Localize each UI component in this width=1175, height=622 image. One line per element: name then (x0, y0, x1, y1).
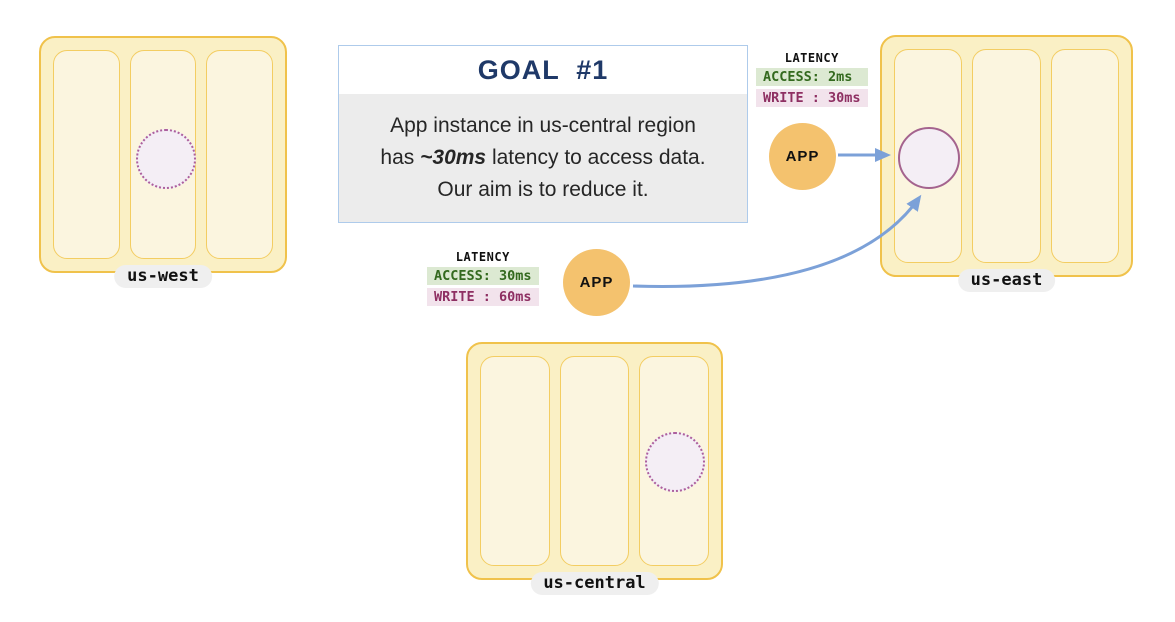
app-instance-us-central: APP (563, 249, 630, 316)
goal-line: App instance in us-central region (390, 114, 696, 137)
latency-access-row: ACCESS: 30ms (427, 267, 539, 285)
latency-title: LATENCY (784, 51, 839, 65)
availability-zone (480, 356, 550, 566)
availability-zone (53, 50, 120, 259)
availability-zone (206, 50, 274, 259)
latency-write-row: WRITE : 60ms (427, 288, 539, 306)
goal-line: Our aim is to reduce it. (437, 178, 649, 201)
region-us-east: us-east (880, 35, 1133, 292)
latency-table-us-central: LATENCY ACCESS: 30ms WRITE : 60ms (427, 250, 539, 306)
latency-access-row: ACCESS: 2ms (756, 68, 868, 86)
region-label-us-west: us-west (114, 265, 212, 288)
goal-callout-box: GOAL #1 App instance in us-central regio… (338, 45, 748, 223)
region-label-us-east: us-east (957, 269, 1056, 292)
availability-zone (559, 356, 630, 566)
region-us-central: us-central (466, 342, 723, 595)
latency-write-row: WRITE : 30ms (756, 89, 868, 107)
app-instance-us-east: APP (769, 123, 836, 190)
latency-title: LATENCY (455, 250, 510, 264)
data-replica (898, 127, 960, 189)
region-label-us-central: us-central (530, 572, 659, 595)
region-us-west: us-west (39, 36, 287, 288)
goal-body-text: App instance in us-central region has ~3… (339, 94, 747, 222)
data-replica-placeholder (136, 129, 196, 189)
availability-zone (1050, 49, 1119, 263)
goal-header: GOAL #1 (339, 46, 747, 94)
goal-line: has ~30ms latency to access data. (380, 146, 706, 169)
latency-table-us-east: LATENCY ACCESS: 2ms WRITE : 30ms (756, 51, 868, 107)
goal-title: GOAL #1 (477, 54, 609, 85)
data-replica-placeholder (645, 432, 705, 492)
availability-zone (972, 49, 1041, 263)
